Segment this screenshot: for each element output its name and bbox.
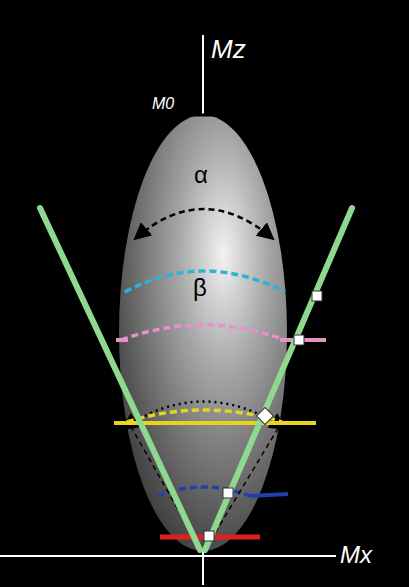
axis-label: Mx	[340, 543, 372, 567]
sample-point	[223, 488, 233, 498]
sample-point	[204, 531, 214, 541]
sample-point	[257, 408, 274, 425]
angle-label: β	[193, 276, 207, 300]
pink-band-end	[116, 338, 128, 342]
pink-band	[121, 325, 285, 340]
axis-label: Mz	[211, 36, 246, 62]
blue-band	[250, 494, 288, 496]
equilibrium-label: M0	[152, 96, 174, 112]
mx-axis	[0, 555, 336, 557]
cone-back-line	[206, 425, 280, 548]
cone-line	[205, 208, 352, 550]
magnetization-ellipsoid	[119, 115, 287, 551]
cone-line	[40, 208, 200, 550]
angle-label: α	[194, 163, 208, 187]
alpha-arc	[136, 209, 272, 238]
sample-point	[312, 291, 322, 301]
m0-tick	[178, 114, 228, 117]
sample-point	[294, 335, 304, 345]
